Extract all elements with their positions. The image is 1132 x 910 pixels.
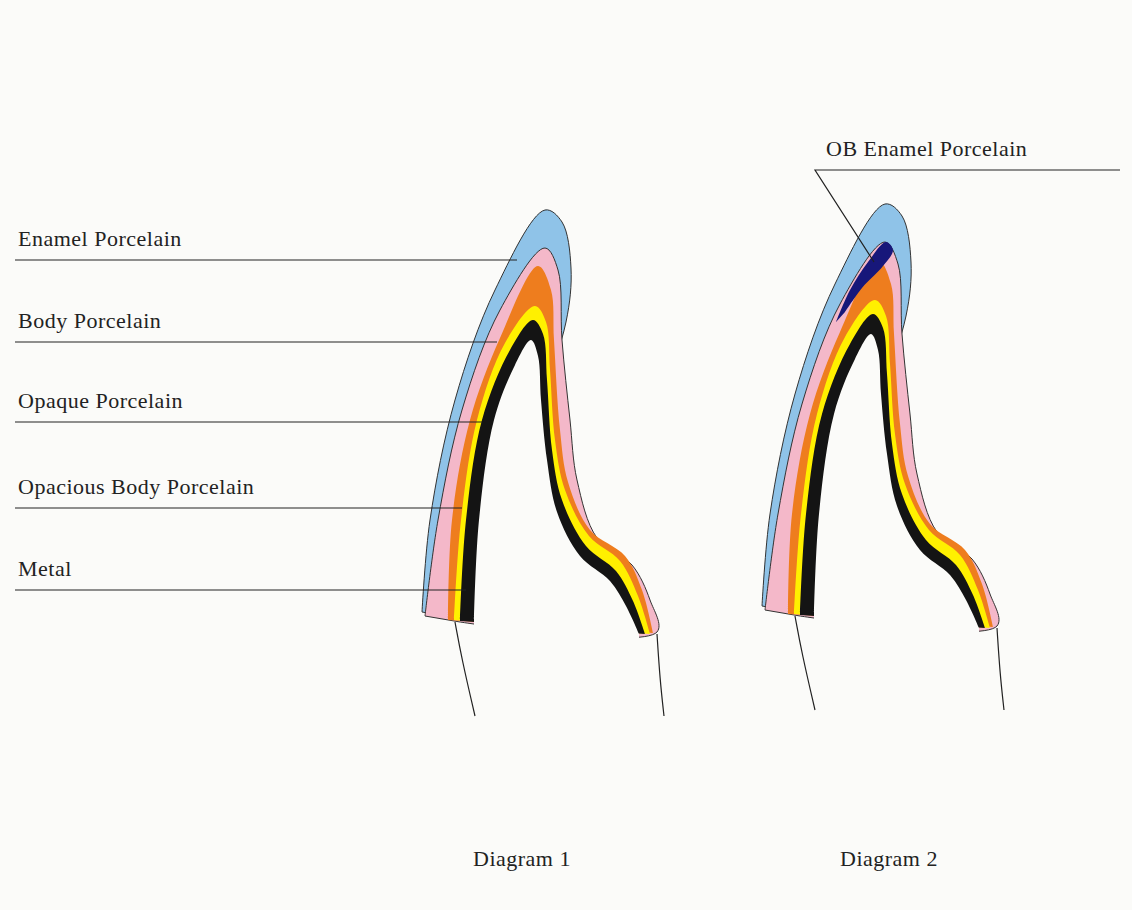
root-line [455, 622, 475, 716]
part-label: OB Enamel Porcelain [826, 136, 1027, 162]
part-label: Opaque Porcelain [18, 388, 183, 414]
part-label: Enamel Porcelain [18, 226, 182, 252]
leader-line [15, 589, 466, 590]
crown-section [762, 204, 1004, 714]
root-line [997, 628, 1004, 710]
leader-line [15, 421, 482, 422]
part-label: Body Porcelain [18, 308, 161, 334]
part-label: Metal [18, 556, 72, 582]
tooth-preparation [474, 340, 639, 720]
figure-caption: Diagram 1 [473, 846, 571, 872]
crown-section [422, 210, 664, 720]
leader-line [15, 259, 517, 260]
part-label: Opacious Body Porcelain [18, 474, 254, 500]
leader-line [15, 507, 462, 508]
leader-line [815, 170, 1120, 262]
root-line [795, 616, 815, 710]
ob-enamel-porcelain [836, 242, 893, 322]
figure-caption: Diagram 2 [840, 846, 938, 872]
root-line [657, 634, 664, 716]
tooth-preparation [814, 334, 979, 714]
leader-line [15, 341, 497, 342]
